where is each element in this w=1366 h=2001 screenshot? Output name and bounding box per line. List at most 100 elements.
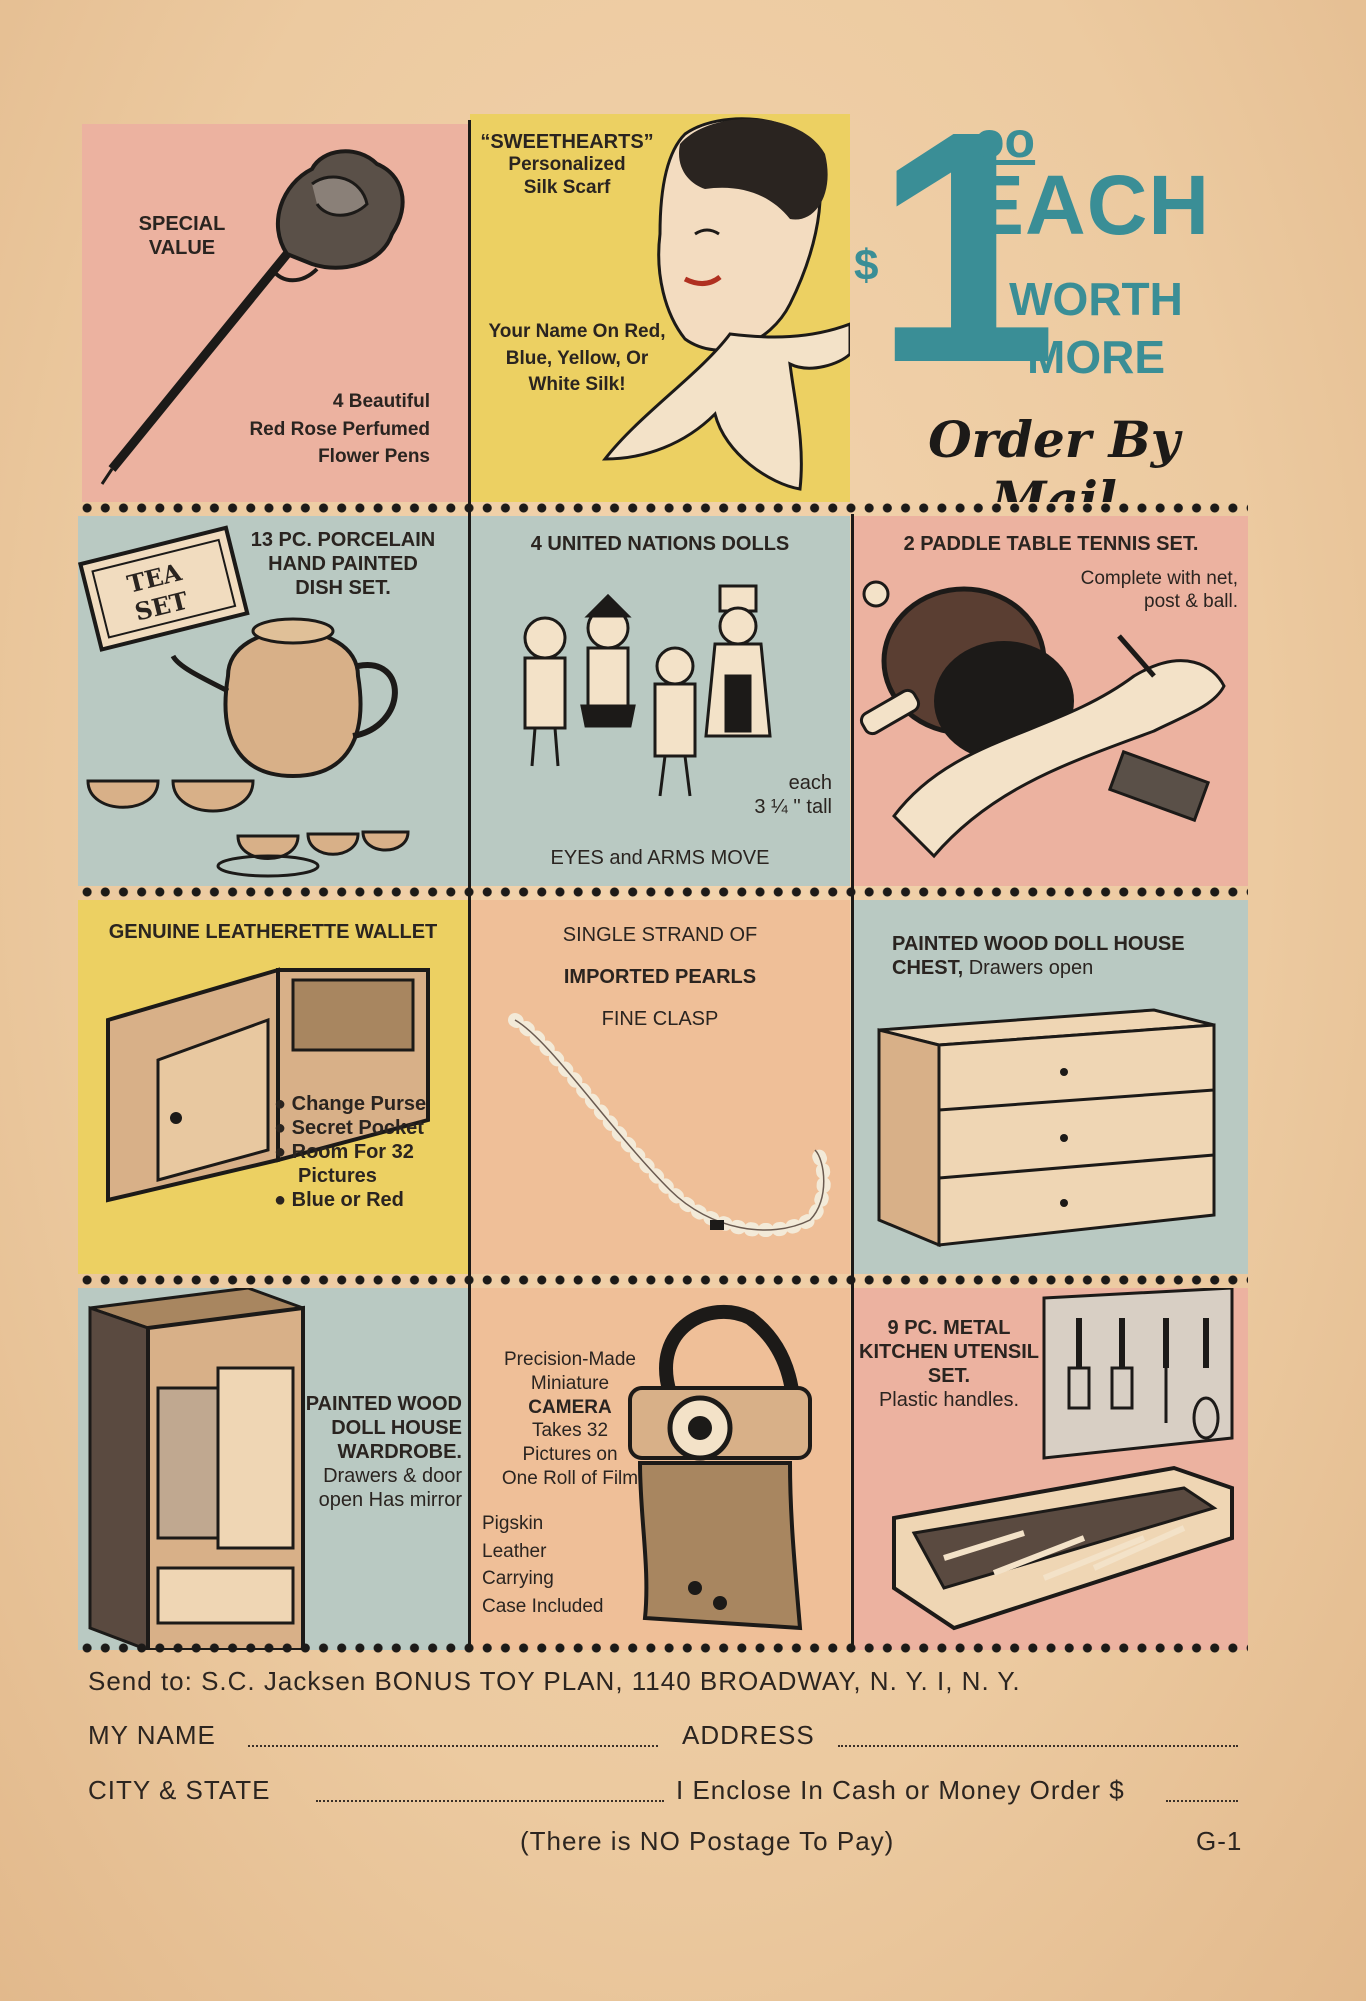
camera-line-5: Pictures on	[522, 1444, 618, 1465]
value-text: VALUE	[148, 237, 216, 259]
camera-line-4: Takes 32	[531, 1420, 609, 1442]
kitchen-line-3: SET.	[927, 1365, 971, 1387]
wardrobe-line-2: DOLL HOUSE	[331, 1417, 462, 1439]
chest-illustration	[877, 1008, 1216, 1248]
scarf-desc-line-1: Your Name On Red,	[488, 321, 666, 342]
wardrobe-illustration	[88, 1288, 305, 1650]
tennis-desc-line-1: Complete with net,	[1080, 568, 1238, 589]
pens-desc-line-3: Flower Pens	[318, 446, 430, 468]
kitchen-line-2: KITCHEN UTENSIL	[859, 1341, 1039, 1363]
address-field[interactable]	[838, 1745, 1238, 1747]
divider-col-1	[468, 120, 471, 1650]
divider-row-4	[78, 1642, 1248, 1654]
wallet-illustration	[106, 967, 430, 1203]
divider-row-3	[78, 1274, 1248, 1286]
wallet-feature-4: Pictures	[298, 1165, 377, 1187]
scarf-title: “SWEETHEARTS” Personalized Silk Scarf	[472, 130, 662, 200]
kitchen-line-4: Plastic handles.	[878, 1389, 1020, 1411]
tea-line-2: HAND PAINTED	[268, 553, 418, 575]
wallet-feature-5: ● Blue or Red	[274, 1189, 404, 1211]
tennis-desc-line-2: post & ball.	[1144, 590, 1238, 612]
tennis-illustration	[859, 580, 1226, 859]
enclose-label: I Enclose In Cash or Money Order $	[676, 1775, 1125, 1805]
pearls-title: SINGLE STRAND OF IMPORTED PEARLS FINE CL…	[470, 914, 850, 1040]
kitchen-utensils-illustration	[892, 1288, 1234, 1631]
wardrobe-line-1: PAINTED WOOD	[305, 1393, 462, 1415]
cell-doll-chest: PAINTED WOOD DOLL HOUSE CHEST, Drawers o…	[854, 900, 1248, 1274]
camera-description: Precision-Made Miniature CAMERA Takes 32…	[470, 1348, 670, 1491]
sweethearts-text: “SWEETHEARTS”	[480, 131, 654, 153]
wallet-features-list: ● Change Purse ● Secret Pocket ● Room Fo…	[274, 1092, 464, 1212]
camera-line-1: Precision-Made	[504, 1349, 636, 1370]
cell-wallet: GENUINE LEATHERETTE WALLET ● Change Purs…	[78, 900, 468, 1274]
cell-price-header: $ 1 oo EACH WORTH MORE Order By Mail	[854, 110, 1248, 502]
order-by-mail-text: Order By Mail	[928, 410, 1180, 502]
dolls-size-text: 3 ¼ '' tall	[754, 796, 832, 818]
pearl-necklace-illustration	[508, 1013, 831, 1237]
chest-line-1: PAINTED WOOD DOLL HOUSE	[892, 933, 1185, 955]
kitchen-line-1: 9 PC. METAL	[887, 1317, 1011, 1339]
scarf-desc-line-3: White Silk!	[528, 374, 626, 396]
case-line-1: Pigskin	[482, 1513, 544, 1534]
scarf-desc-line-2: Blue, Yellow, Or	[505, 347, 649, 369]
pearls-line-2: IMPORTED PEARLS	[563, 966, 757, 988]
cell-pearls: SINGLE STRAND OF IMPORTED PEARLS FINE CL…	[470, 900, 850, 1274]
wallet-feature-1: ● Change Purse	[274, 1093, 427, 1115]
cell-silk-scarf: “SWEETHEARTS” Personalized Silk Scarf Yo…	[470, 114, 850, 502]
camera-line-3: CAMERA	[528, 1396, 612, 1418]
cell-flower-pens: SPECIAL VALUE 4 Beautiful Red Rose Perfu…	[82, 124, 468, 502]
dolls-each-text: each	[788, 772, 832, 794]
case-line-3: Carrying	[482, 1568, 554, 1590]
tea-set-illustration	[78, 525, 410, 878]
dolls-size: each 3 ¼ '' tall	[712, 771, 832, 819]
cell-wardrobe: PAINTED WOOD DOLL HOUSE WARDROBE. Drawer…	[78, 1288, 468, 1650]
tennis-description: Complete with net, post & ball.	[988, 568, 1238, 614]
cell-table-tennis: 2 PADDLE TABLE TENNIS SET. Complete with…	[854, 516, 1248, 886]
my-name-field[interactable]	[248, 1745, 658, 1747]
kitchen-title: 9 PC. METAL KITCHEN UTENSIL SET. Plastic…	[854, 1316, 1044, 1412]
my-name-label: MY NAME	[88, 1720, 216, 1750]
divider-row-1	[78, 502, 1248, 514]
dolls-illustration	[523, 584, 772, 797]
woman-scarf-illustration	[601, 117, 850, 491]
dolls-move-text: EYES and ARMS MOVE	[550, 847, 770, 869]
tea-line-1: 13 PC. PORCELAIN	[250, 529, 436, 551]
wallet-feature-3: ● Room For 32	[274, 1141, 414, 1163]
divider-col-2	[851, 514, 854, 1650]
worth-text: WORTH	[1009, 273, 1183, 325]
wardrobe-description: PAINTED WOOD DOLL HOUSE WARDROBE. Drawer…	[292, 1392, 462, 1512]
form-code: G-1	[1196, 1826, 1243, 1856]
more-text: MORE	[1027, 331, 1165, 383]
camera-illustration	[628, 1304, 812, 1631]
wallet-feature-2: ● Secret Pocket	[274, 1117, 424, 1139]
wallet-title: GENUINE LEATHERETTE WALLET	[108, 921, 438, 943]
each-text: EACH	[968, 158, 1211, 252]
divider-row-2	[78, 886, 1248, 898]
case-line-2: Leather	[482, 1540, 547, 1562]
cell-tea-set: TEA SET 13 PC. PORCELAIN HAND PAINTED DI…	[78, 516, 468, 886]
chest-title: PAINTED WOOD DOLL HOUSE CHEST, Drawers o…	[892, 932, 1232, 980]
city-state-field[interactable]	[316, 1800, 664, 1802]
cell-kitchen-set: 9 PC. METAL KITCHEN UTENSIL SET. Plastic…	[854, 1288, 1248, 1650]
tea-line-3: DISH SET.	[295, 577, 391, 599]
enclose-amount-field[interactable]	[1166, 1800, 1238, 1802]
tennis-title: 2 PADDLE TABLE TENNIS SET.	[903, 533, 1199, 555]
cell-un-dolls: 4 UNITED NATIONS DOLLS each 3 ¼ '' tall …	[470, 516, 850, 886]
camera-line-2: Miniature	[530, 1372, 610, 1394]
price-cents: oo	[974, 112, 1036, 168]
tea-set-title: 13 PC. PORCELAIN HAND PAINTED DISH SET.	[248, 528, 438, 600]
dolls-title: 4 UNITED NATIONS DOLLS	[530, 533, 790, 555]
special-value-label: SPECIAL VALUE	[122, 212, 242, 260]
rose-pen-illustration	[100, 149, 405, 485]
camera-case-description: Pigskin Leather Carrying Case Included	[482, 1510, 662, 1620]
price-one-digit: 1	[874, 110, 1058, 431]
pearls-line-3: FINE CLASP	[601, 1008, 719, 1030]
cell-camera: Precision-Made Miniature CAMERA Takes 32…	[470, 1288, 850, 1650]
special-text: SPECIAL	[138, 213, 226, 235]
scarf-description: Your Name On Red, Blue, Yellow, Or White…	[472, 319, 682, 399]
personalized-text: Personalized	[508, 154, 626, 175]
city-state-label: CITY & STATE	[88, 1775, 271, 1805]
wardrobe-line-4: Drawers & door	[323, 1465, 462, 1487]
address-label: ADDRESS	[682, 1720, 815, 1750]
